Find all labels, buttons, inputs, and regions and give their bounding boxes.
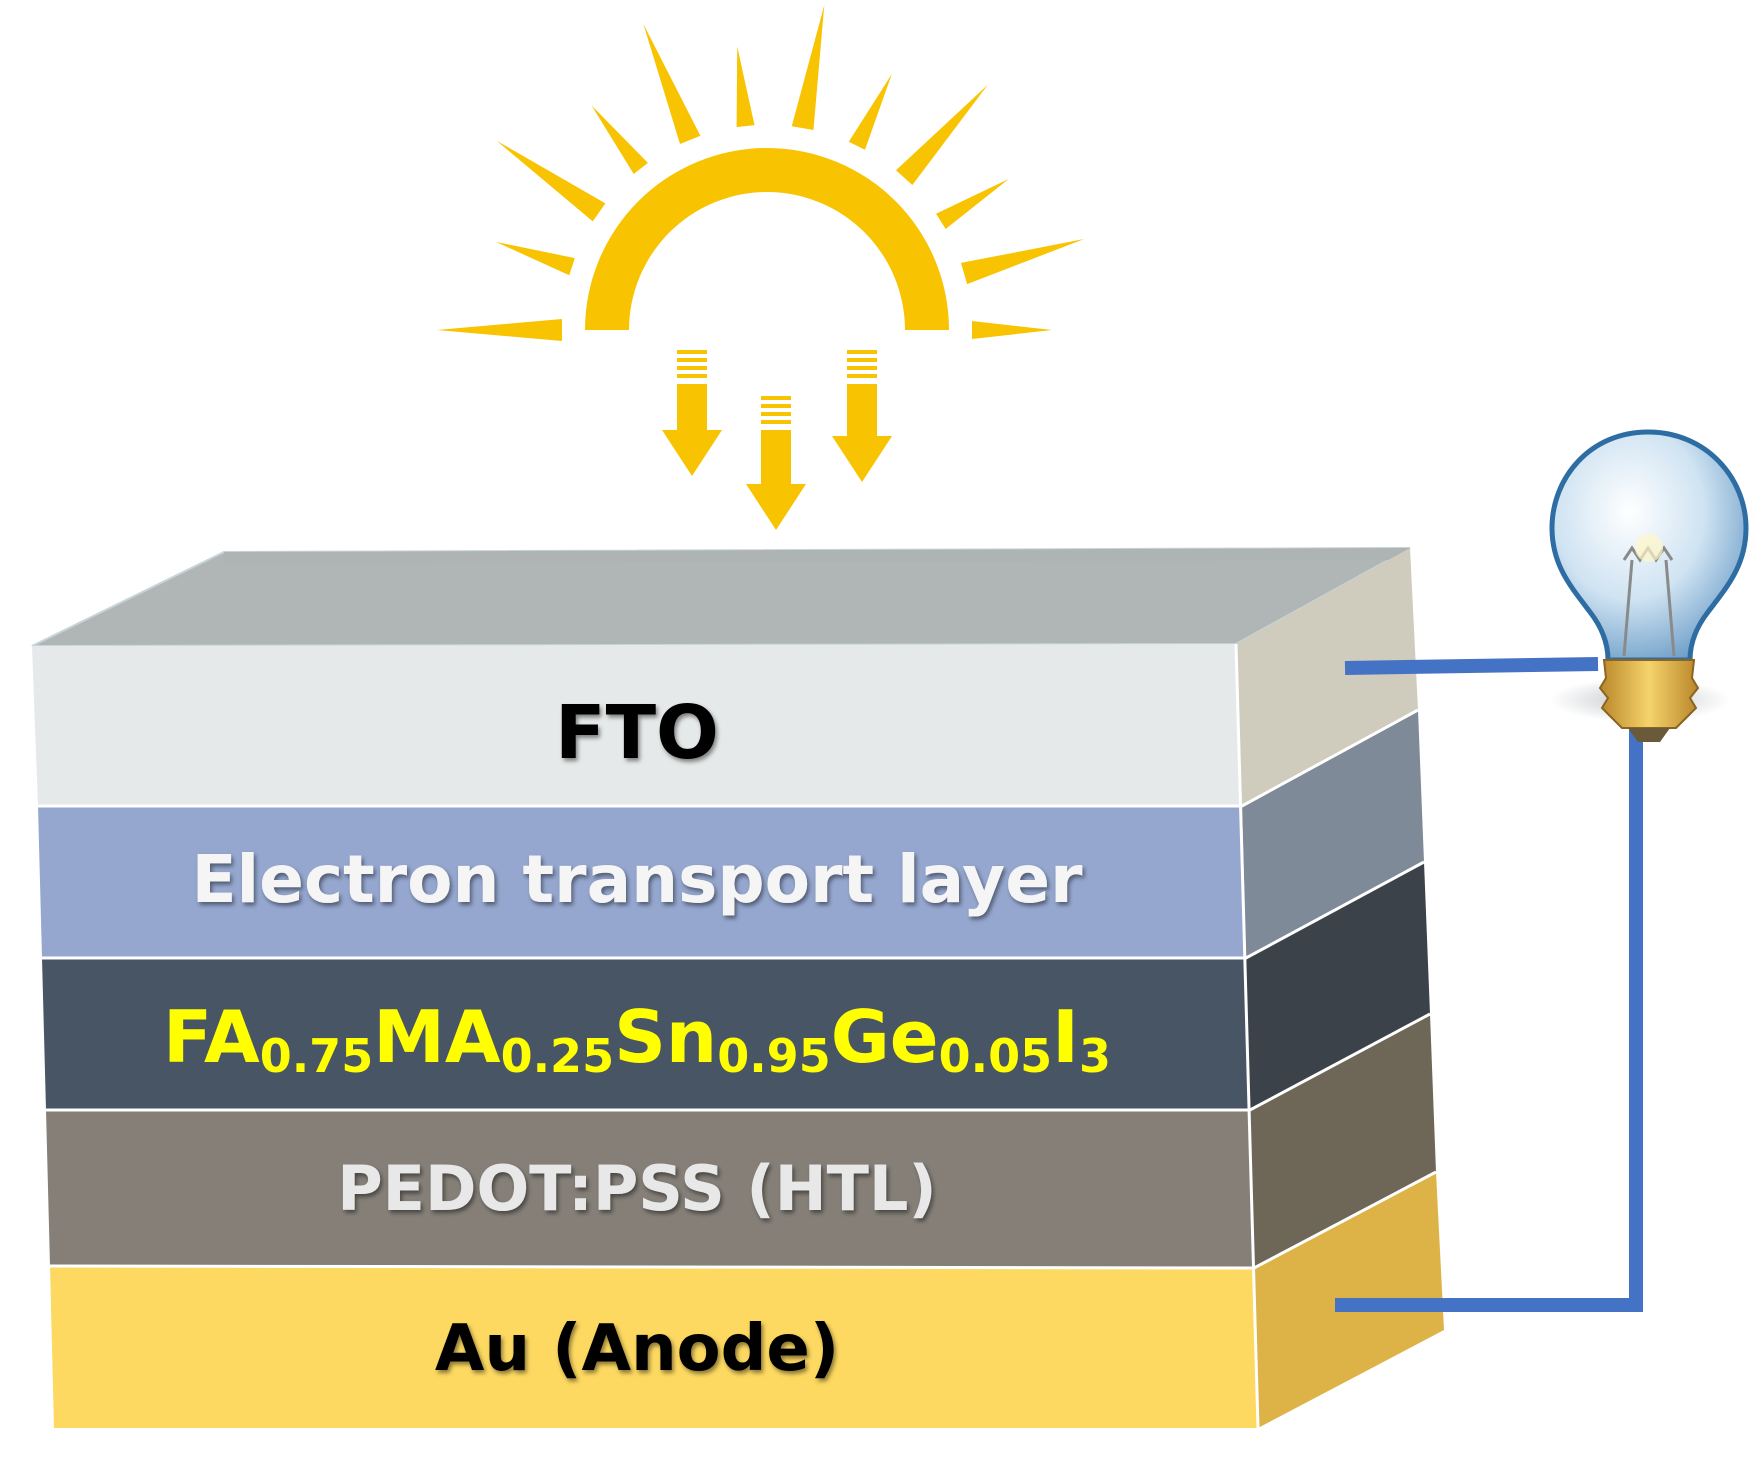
fto-side-face	[1236, 548, 1418, 806]
light-arrow	[746, 396, 806, 530]
layer-separators	[38, 643, 1437, 1429]
layer-stack	[31, 547, 1444, 1429]
sun-icon	[437, 5, 1085, 341]
fto-label: FTO	[555, 690, 719, 776]
absorber-layer	[42, 958, 1250, 1110]
sun-half-ring	[585, 148, 949, 330]
sun-ray	[848, 73, 892, 150]
top-wire	[1344, 657, 1599, 675]
sun-ray	[496, 140, 606, 222]
filament-glow	[1635, 534, 1663, 562]
anode-layer	[50, 1266, 1258, 1428]
htl-label: PEDOT:PSS (HTL)	[337, 1152, 937, 1225]
sun-ray	[961, 239, 1085, 285]
sun-ray	[736, 46, 755, 128]
sun-ray	[643, 24, 701, 145]
bulb-tip	[1628, 728, 1670, 742]
htl-layer	[46, 1110, 1254, 1268]
etl-label: Electron transport layer	[191, 841, 1082, 918]
light-arrow	[832, 350, 892, 482]
light-arrow	[662, 350, 722, 476]
absorber-formula-label: FA0.75MA0.25Sn0.95Ge0.05I3	[163, 995, 1111, 1083]
sun-ray	[437, 319, 562, 341]
htl-side-face	[1250, 1014, 1436, 1268]
sun-ray	[895, 84, 988, 186]
etl-side-face	[1242, 710, 1424, 958]
fto-top-back-wall	[224, 548, 1410, 564]
anode-label: Au (Anode)	[435, 1312, 839, 1386]
light-bulb-icon	[1549, 429, 1749, 742]
sun-ray	[936, 178, 1009, 229]
etl-layer	[38, 806, 1246, 958]
bottom-wire	[1335, 700, 1643, 1312]
sun-ray	[972, 321, 1052, 339]
sun-ray	[591, 105, 648, 174]
down-arrow-icon	[662, 350, 892, 530]
sun-ray	[791, 5, 825, 131]
sun-rays	[437, 5, 1085, 341]
bulb-base	[1598, 659, 1700, 729]
absorber-side-face	[1246, 862, 1430, 1110]
sun-ray	[495, 241, 575, 276]
fto-layer	[32, 644, 1242, 806]
